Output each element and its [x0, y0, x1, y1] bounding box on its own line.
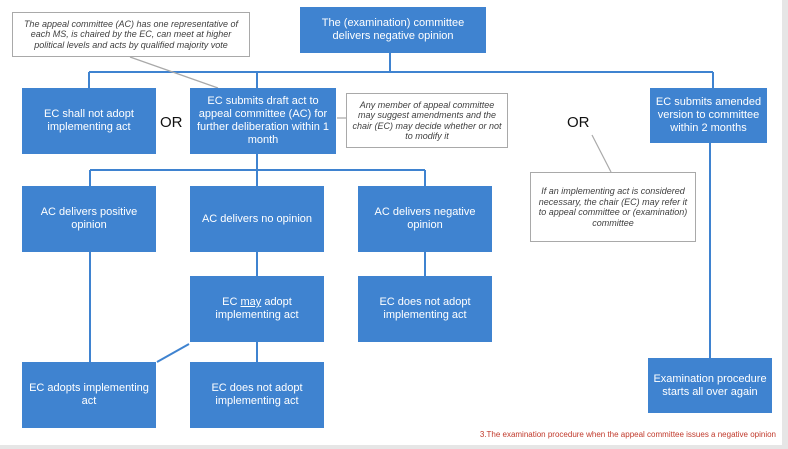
box-ec-does-not-adopt-2: EC does not adopt implementing act	[190, 362, 324, 428]
note-appeal-committee-info: The appeal committee (AC) has one repres…	[12, 12, 250, 57]
note-pointer-appeal-info	[129, 56, 219, 89]
box-ec-submits-draft: EC submits draft act to appeal committee…	[190, 88, 336, 154]
box-ec-may-adopt: EC may adopt implementing act	[190, 276, 324, 342]
box-ec-does-not-adopt-1: EC does not adopt implementing act	[358, 276, 492, 342]
box-ec-submits-amended: EC submits amended version to committee …	[650, 88, 767, 143]
frame-border-bottom	[0, 445, 788, 449]
frame-border-right	[782, 0, 788, 449]
emphasis-may: may	[240, 296, 262, 308]
note-if-necessary: If an implementing act is considered nec…	[530, 172, 696, 242]
box-exam-committee-negative: The (examination) committee delivers neg…	[300, 7, 486, 53]
box-ac-no-opinion: AC delivers no opinion	[190, 186, 324, 252]
note-any-member: Any member of appeal committee may sugge…	[346, 93, 508, 148]
or-label-right: OR	[567, 114, 590, 131]
connector-may-to-adopts	[156, 343, 190, 363]
note-pointer-if-necessary	[591, 134, 612, 173]
box-exam-starts-again: Examination procedure starts all over ag…	[648, 358, 772, 413]
figure-caption: 3.The examination procedure when the app…	[479, 430, 776, 439]
or-label-left: OR	[160, 114, 183, 131]
box-ac-negative: AC delivers negative opinion	[358, 186, 492, 252]
box-ec-adopts: EC adopts implementing act	[22, 362, 156, 428]
box-ec-shall-not-adopt: EC shall not adopt implementing act	[22, 88, 156, 154]
box-ac-positive: AC delivers positive opinion	[22, 186, 156, 252]
